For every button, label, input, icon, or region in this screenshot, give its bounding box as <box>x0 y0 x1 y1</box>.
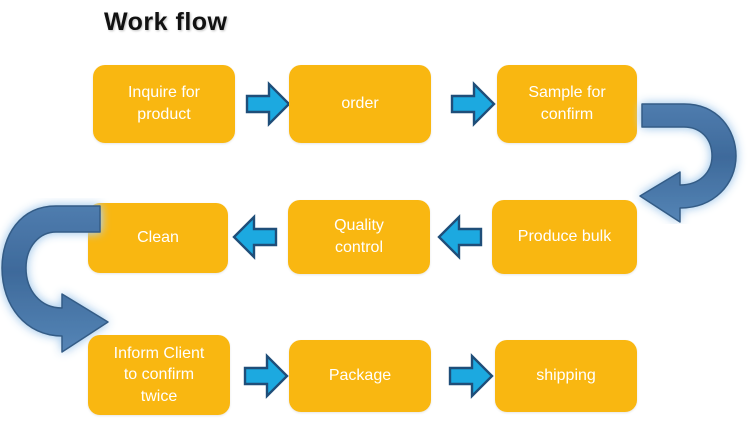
arrow-left-icon-produce-to-quality <box>437 213 483 261</box>
process-node-label: Quality control <box>334 217 384 256</box>
process-node-label: Inquire for product <box>127 84 201 123</box>
process-node-label: Clean <box>137 229 179 247</box>
process-node-clean[interactable]: Clean <box>88 203 228 273</box>
process-node-quality-control[interactable]: Quality control <box>288 200 430 274</box>
process-node-label: Package <box>328 367 392 385</box>
process-node-label: Inform Client to confirm twice <box>113 344 205 405</box>
process-node-package[interactable]: Package <box>289 340 431 412</box>
arrow-right-icon-inquire-to-order <box>245 80 291 128</box>
curved-return-arrow-icon-sample-to-produce <box>632 92 750 224</box>
process-node-shipping[interactable]: shipping <box>495 340 637 412</box>
process-node-label: Sample for confirm <box>528 84 606 123</box>
process-node-produce-bulk[interactable]: Produce bulk <box>492 200 637 274</box>
arrow-left-icon-quality-to-clean <box>232 213 278 261</box>
process-node-order[interactable]: order <box>289 65 431 143</box>
process-node-inquire-for-product[interactable]: Inquire for product <box>93 65 235 143</box>
process-node-label: shipping <box>536 367 596 385</box>
arrow-right-icon-package-to-shipping <box>448 352 494 400</box>
process-node-sample-for-confirm[interactable]: Sample for confirm <box>497 65 637 143</box>
process-node-label: Produce bulk <box>517 228 612 246</box>
arrow-right-icon-order-to-sample <box>450 80 496 128</box>
process-node-label: order <box>341 95 379 113</box>
page-title: Work flow <box>104 8 228 36</box>
process-node-inform-client[interactable]: Inform Client to confirm twice <box>88 335 230 415</box>
arrow-right-icon-inform-to-package <box>243 352 289 400</box>
curved-return-arrow-icon-clean-to-inform <box>0 198 118 380</box>
